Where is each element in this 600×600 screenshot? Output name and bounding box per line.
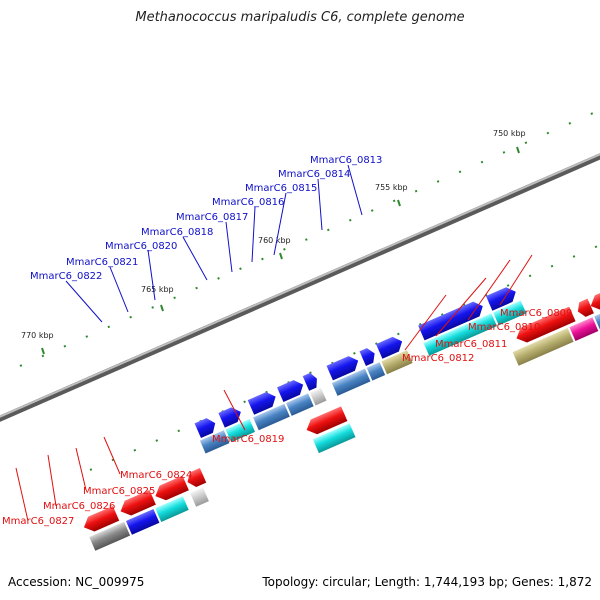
gene-box	[366, 362, 386, 381]
gene-box	[423, 313, 497, 356]
gene-label-0809[interactable]: MmarC6_0809	[500, 308, 572, 319]
gene-label-0826[interactable]: MmarC6_0826	[43, 501, 115, 512]
gene-label-0816[interactable]: MmarC6_0816	[212, 197, 284, 208]
gene-label-0817[interactable]: MmarC6_0817	[176, 212, 248, 223]
gene-box	[155, 496, 189, 522]
gene-label-0825[interactable]: MmarC6_0825	[83, 486, 155, 497]
reverse-label-leaders	[15, 254, 533, 522]
genome-backbone	[0, 153, 600, 422]
gene-box	[309, 387, 327, 406]
gene-label-0820[interactable]: MmarC6_0820	[105, 241, 177, 252]
ruler-labels: 750 kbp 755 kbp 760 kbp 765 kbp 770 kbp	[21, 129, 526, 340]
gene-arrow	[418, 301, 483, 341]
gene-box	[253, 403, 290, 431]
gene-label-0810[interactable]: MmarC6_0810	[468, 322, 540, 333]
gene-track	[83, 280, 600, 551]
gene-box	[199, 430, 230, 454]
gene-box	[125, 509, 160, 535]
gene-label-0811[interactable]: MmarC6_0811	[435, 339, 507, 350]
ruler-label-750: 750 kbp	[493, 129, 526, 138]
gene-label-0827[interactable]: MmarC6_0827	[2, 516, 74, 527]
genome-summary-text: Topology: circular; Length: 1,744,193 bp…	[262, 575, 592, 589]
gene-label-0815[interactable]: MmarC6_0815	[245, 183, 317, 194]
ruler-label-765: 765 kbp	[141, 285, 174, 294]
reverse-row-2	[89, 300, 600, 551]
gene-box	[89, 521, 131, 551]
map-title: Methanococcus maripaludis C6, complete g…	[135, 10, 465, 25]
ruler-major-ticks	[41, 146, 520, 355]
gene-label-0821[interactable]: MmarC6_0821	[66, 257, 138, 268]
ruler-label-755: 755 kbp	[375, 183, 408, 192]
gene-arrow	[83, 506, 120, 532]
gene-label-0814[interactable]: MmarC6_0814	[278, 169, 350, 180]
gene-arrow	[376, 336, 403, 359]
gene-arrow	[485, 287, 516, 311]
gene-arrow	[247, 392, 276, 415]
gene-label-0812[interactable]: MmarC6_0812	[402, 353, 474, 364]
gene-label-0824[interactable]: MmarC6_0824	[120, 470, 192, 481]
gene-arrow	[277, 380, 304, 402]
gene-arrow	[306, 406, 348, 435]
gene-box	[331, 368, 371, 396]
gene-box	[569, 317, 599, 341]
accession-text: Accession: NC_009975	[8, 575, 145, 589]
gene-label-0822[interactable]: MmarC6_0822	[30, 271, 102, 282]
gene-arrow	[326, 356, 359, 381]
forward-labels: MmarC6_0813 MmarC6_0814 MmarC6_0815 Mmar…	[30, 155, 382, 282]
gene-arrow	[187, 467, 207, 488]
gene-arrow	[359, 348, 375, 366]
gene-arrow	[302, 372, 317, 391]
ruler-label-770: 770 kbp	[21, 331, 54, 340]
forward-row-1	[199, 300, 527, 454]
gene-box	[493, 300, 527, 326]
gene-arrow	[120, 489, 156, 516]
gene-arrow	[194, 418, 216, 439]
gene-box	[225, 419, 256, 443]
gene-label-0818[interactable]: MmarC6_0818	[141, 227, 213, 238]
reverse-labels: MmarC6_0809 MmarC6_0810 MmarC6_0811 Mmar…	[2, 308, 572, 527]
gene-label-0819[interactable]: MmarC6_0819	[212, 434, 284, 445]
gene-box	[512, 328, 574, 366]
gene-box	[190, 487, 209, 507]
ruler-ticks	[19, 109, 600, 471]
reverse-row-1	[83, 280, 600, 532]
ruler-label-760: 760 kbp	[258, 236, 291, 245]
gene-arrow	[155, 475, 189, 501]
gene-label-0813[interactable]: MmarC6_0813	[310, 155, 382, 166]
gene-arrow	[516, 306, 576, 343]
forward-label-leaders	[65, 164, 363, 323]
gene-box	[381, 350, 413, 375]
gene-arrow	[577, 298, 594, 317]
gene-box	[286, 393, 314, 416]
gene-box	[312, 423, 356, 454]
